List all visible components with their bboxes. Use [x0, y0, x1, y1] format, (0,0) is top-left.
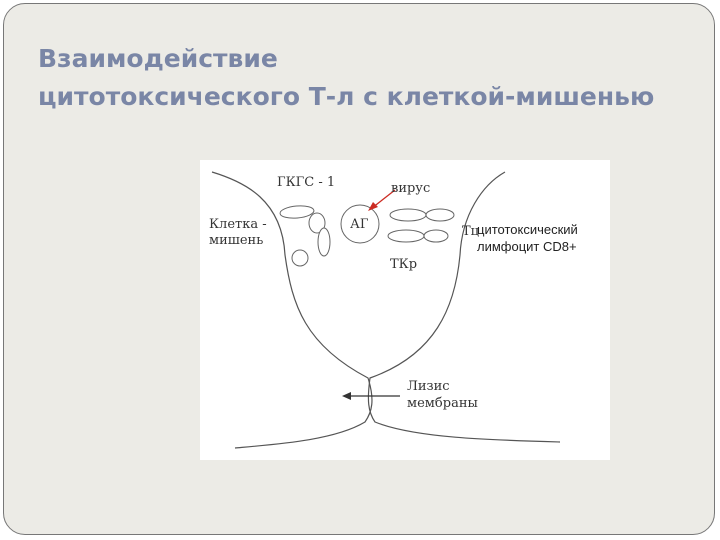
title-line-2: цитотоксического Т-л с клеткой-мишенью: [38, 82, 655, 111]
antigen-circle: [340, 204, 380, 244]
lymphocyte-membrane: [367, 171, 561, 443]
label-cytotoxic-1: цитотоксический: [477, 222, 578, 237]
virus-arrow-head: [368, 202, 378, 211]
title-line-1: Взаимодействие: [38, 44, 278, 73]
mhc-molecule-2: [308, 212, 326, 234]
lysis-arrow-head: [342, 392, 351, 400]
tcr-receptor-3: [387, 229, 425, 243]
tcr-receptor-2: [425, 208, 455, 222]
label-lysis-1: Лизис: [407, 379, 450, 394]
label-tkr: ТКр: [390, 257, 418, 272]
label-antigen: АГ: [350, 217, 369, 232]
label-gkgs: ГКГС - 1: [277, 175, 336, 190]
target-cell-membrane: [211, 171, 373, 449]
label-tc: Тц: [462, 224, 480, 239]
label-virus: вирус: [391, 181, 431, 196]
interaction-diagram: ГКГС - 1 вирус Клетка - мишень АГ Тц цит…: [200, 160, 610, 460]
label-cytotoxic-2: лимфоцит CD8+: [477, 239, 577, 254]
tcr-receptor-1: [389, 208, 427, 222]
label-target-cell-1: Клетка -: [209, 217, 267, 232]
label-lysis-2: мембраны: [407, 396, 478, 411]
slide-title: Взаимодействие цитотоксического Т-л с кл…: [38, 40, 654, 116]
label-target-cell-2: мишень: [209, 233, 264, 248]
mhc-molecule-3: [317, 227, 331, 257]
tcr-receptor-4: [423, 229, 449, 243]
diagram-drawing: [211, 171, 561, 449]
mhc-molecule-1: [279, 205, 315, 219]
small-circle: [291, 249, 309, 267]
